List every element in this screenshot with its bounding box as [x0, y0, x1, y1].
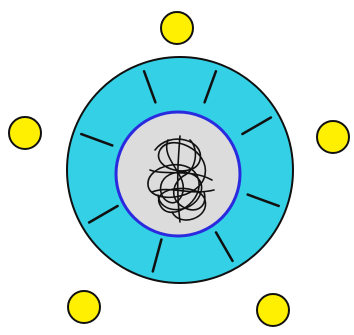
satellite-bottom-right — [257, 294, 289, 326]
satellite-right — [317, 121, 349, 153]
satellite-bottom-left — [68, 291, 100, 323]
satellite-left — [9, 117, 41, 149]
satellite-top — [161, 12, 193, 44]
